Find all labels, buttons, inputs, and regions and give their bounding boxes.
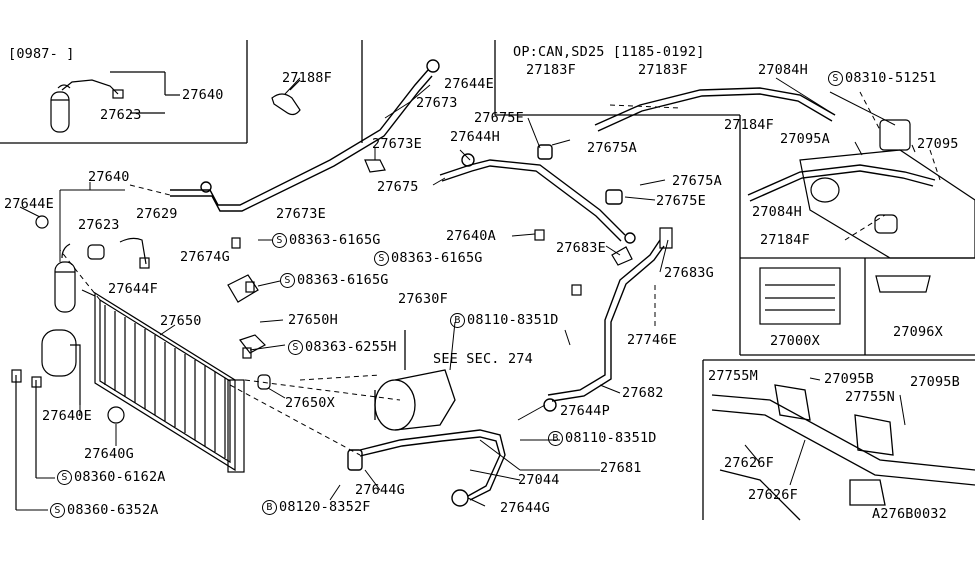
diagram-code: A276B0032 — [872, 506, 947, 522]
receiver-drier-left — [35, 215, 150, 313]
receiver-drier-top — [50, 71, 180, 133]
compressor — [374, 330, 456, 431]
label-part-27673E: 27673E — [276, 206, 326, 222]
label-part-27000X: 27000X — [770, 333, 820, 349]
body-panel — [711, 384, 975, 521]
clip-27188F — [271, 79, 301, 116]
screw-symbol-s: S — [280, 273, 295, 288]
condenser-27650 — [94, 291, 245, 473]
evaporator-unit — [799, 119, 975, 259]
dashed-lines — [59, 91, 941, 456]
label-part-27629: 27629 — [136, 206, 178, 222]
label-part-27626F: 27626F — [748, 487, 798, 503]
label-part-27044: 27044 — [518, 472, 560, 488]
label-part-27095B: 27095B — [824, 371, 874, 387]
label-part-27640: 27640 — [182, 87, 224, 103]
screw-symbol-s: S — [50, 503, 65, 518]
label-part-27673E: 27673E — [372, 136, 422, 152]
label-part-27644G: 27644G — [355, 482, 405, 498]
label-part-27184F: 27184F — [724, 117, 774, 133]
label-part-27626F: 27626F — [724, 455, 774, 471]
pipe-27673 — [170, 59, 440, 212]
label-part-27650: 27650 — [160, 313, 202, 329]
screw-symbol-s: S — [57, 470, 72, 485]
label-part-27683E: 27683E — [556, 240, 606, 256]
label-part-27184F: 27184F — [760, 232, 810, 248]
bolt-symbol-b: B — [548, 431, 563, 446]
pipe-27675 — [439, 144, 636, 244]
label-part-27650H: 27650H — [288, 312, 338, 328]
label-part-27183F: 27183F — [638, 62, 688, 78]
label-part-27630F: 27630F — [398, 291, 448, 307]
label-part-27640: 27640 — [88, 169, 130, 185]
label-part-27675A: 27675A — [672, 173, 722, 189]
label-part-27682: 27682 — [622, 385, 664, 401]
bolt-symbol-b: B — [450, 313, 465, 328]
label-part-27640E: 27640E — [42, 408, 92, 424]
label-part-27623: 27623 — [78, 217, 120, 233]
label-part-27675E: 27675E — [656, 193, 706, 209]
label-part-27084H: 27084H — [758, 62, 808, 78]
label-part-27644H: 27644H — [450, 129, 500, 145]
label-part-27755M: 27755M — [708, 368, 758, 384]
screw-symbol-s: S — [272, 233, 287, 248]
label-part-27755N: 27755N — [845, 389, 895, 405]
label-part-27675A: 27675A — [587, 140, 637, 156]
label-part-27681: 27681 — [600, 460, 642, 476]
label-part-27095B: 27095B — [910, 374, 960, 390]
label-part-27675E: 27675E — [474, 110, 524, 126]
label-part-27623: 27623 — [100, 107, 142, 123]
label-part-27746E: 27746E — [627, 332, 677, 348]
bracket-27640E — [11, 329, 125, 510]
label-part-27674G: 27674G — [180, 249, 230, 265]
label-part-27683G: 27683G — [664, 265, 714, 281]
label-range: [0987- ] — [8, 46, 75, 62]
label-part-27095: 27095 — [917, 136, 959, 152]
label-part-27096X: 27096X — [893, 324, 943, 340]
label-part-27644F: 27644F — [108, 281, 158, 297]
screw-symbol-s: S — [288, 340, 303, 355]
label-part-27095A: 27095A — [780, 131, 830, 147]
label-part-27673: 27673 — [416, 95, 458, 111]
label-part-27084H: 27084H — [752, 204, 802, 220]
label-part-27675: 27675 — [377, 179, 419, 195]
label-plates — [759, 267, 931, 325]
screw-symbol-s: S — [374, 251, 389, 266]
label-see-section: SEE SEC. 274 — [433, 351, 533, 367]
label-part-27644E: 27644E — [444, 76, 494, 92]
label-part-27644E: 27644E — [4, 196, 54, 212]
hose-27084H — [594, 87, 936, 202]
bolt-symbol-b: B — [262, 500, 277, 515]
label-part-27644P: 27644P — [560, 403, 610, 419]
label-part-27183F: 27183F — [526, 62, 576, 78]
label-part-27640G: 27640G — [84, 446, 134, 462]
label-part-27640A: 27640A — [446, 228, 496, 244]
screw-symbol-s: S — [828, 71, 843, 86]
hose-27681 — [347, 429, 506, 507]
label-option-note: OP:CAN,SD25 [1185-0192] — [513, 44, 705, 60]
label-part-27650X: 27650X — [285, 395, 335, 411]
label-part-27188F: 27188F — [282, 70, 332, 86]
label-part-27644G: 27644G — [500, 500, 550, 516]
